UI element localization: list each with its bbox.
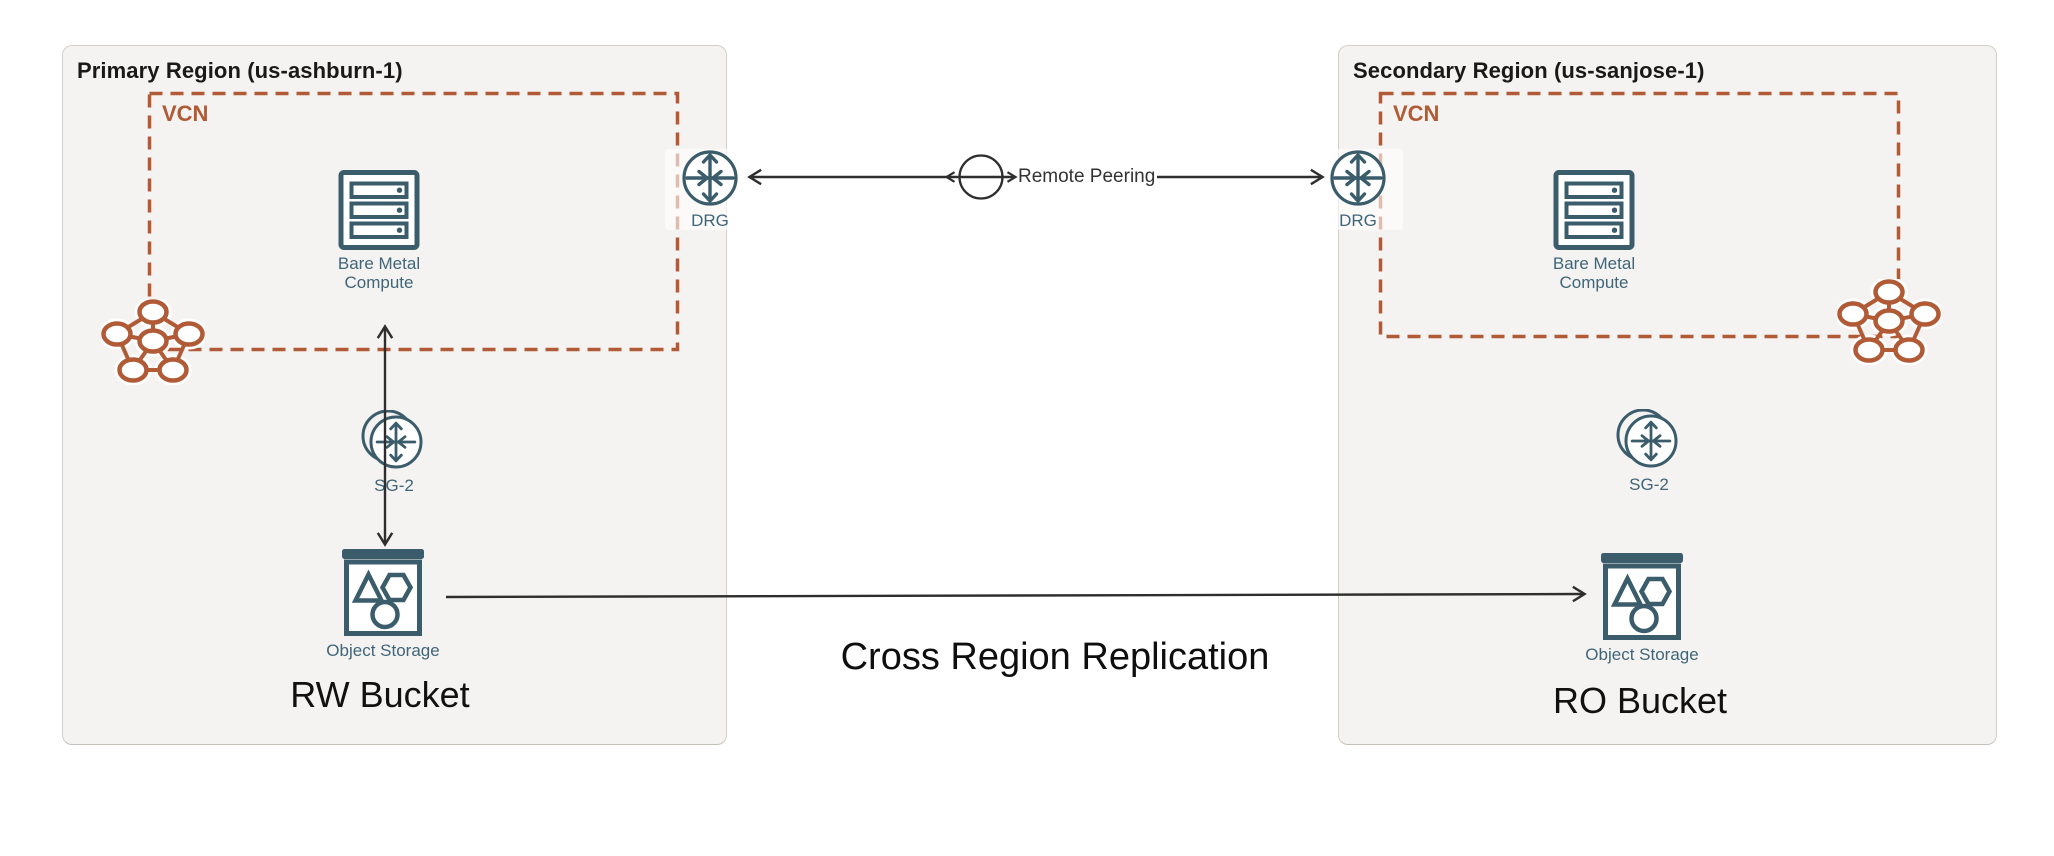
network-cluster-icon	[1837, 279, 1941, 365]
primary-storage-label: Object Storage	[326, 641, 440, 660]
object-storage-icon	[1600, 553, 1684, 641]
secondary-storage-label: Object Storage	[1585, 645, 1699, 664]
secondary-object-storage-node: Object Storage	[1572, 553, 1712, 664]
service-gateway-icon	[1616, 409, 1678, 468]
drg-icon	[682, 150, 738, 206]
secondary-vcn-network-node	[1837, 279, 1941, 365]
secondary-compute-node: Bare Metal Compute	[1534, 170, 1654, 292]
secondary-service-gateway-node: SG-2	[1604, 409, 1694, 494]
secondary-bucket-label: RO Bucket	[1552, 680, 1728, 721]
drg-icon	[1330, 150, 1386, 206]
primary-drg-node: DRG	[665, 149, 755, 231]
secondary-drg-label: DRG	[1339, 211, 1377, 230]
primary-region-title: Primary Region (us-ashburn-1)	[77, 58, 403, 83]
secondary-region-title: Secondary Region (us-sanjose-1)	[1353, 58, 1705, 83]
remote-peering-icon	[958, 154, 1004, 200]
network-cluster-icon	[101, 299, 205, 385]
secondary-vcn-label: VCN	[1393, 101, 1440, 126]
primary-compute-node: Bare Metal Compute	[319, 170, 439, 292]
primary-bucket-label: RW Bucket	[290, 674, 470, 715]
primary-object-storage-node: Object Storage	[313, 549, 453, 660]
primary-vcn-network-node	[101, 299, 205, 385]
primary-vcn-label: VCN	[162, 101, 209, 126]
secondary-gateway-label: SG-2	[1629, 475, 1669, 494]
primary-service-gateway-node: SG-2	[349, 410, 439, 495]
object-storage-icon	[341, 549, 425, 637]
primary-compute-label: Bare Metal Compute	[337, 254, 421, 293]
secondary-drg-node: DRG	[1313, 149, 1403, 231]
primary-drg-label: DRG	[691, 211, 729, 230]
remote-peering-label: Remote Peering	[1018, 166, 1156, 187]
bare-metal-compute-icon	[338, 170, 420, 250]
secondary-compute-label: Bare Metal Compute	[1552, 254, 1636, 293]
bare-metal-compute-icon	[1553, 170, 1635, 250]
cross-region-replication-label: Cross Region Replication	[840, 636, 1270, 678]
service-gateway-icon	[361, 410, 423, 469]
primary-gateway-label: SG-2	[374, 476, 414, 495]
